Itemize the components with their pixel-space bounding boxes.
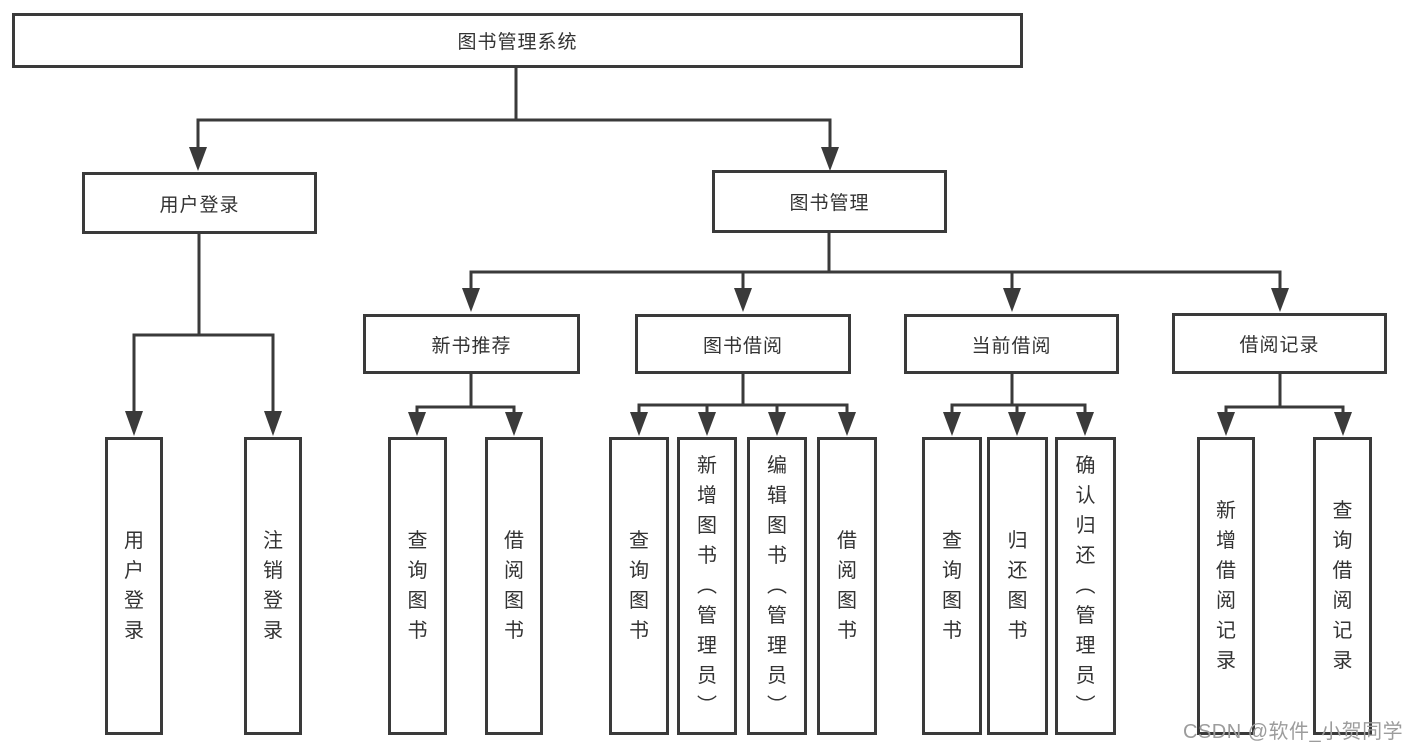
leaf-confirm-return-admin-label: 确认归还︵管理员︶	[1075, 455, 1096, 717]
leaf-query-borrow-record: 查询借阅记录	[1313, 437, 1372, 735]
node-book-management-label: 图书管理	[789, 193, 870, 214]
leaf-recommend-query-books: 查询图书	[388, 437, 447, 735]
leaf-borrow-query-books-label: 查询图书	[629, 530, 649, 642]
leaf-current-query-books-label: 查询图书	[942, 530, 962, 642]
connector-book-management	[469, 230, 1282, 292]
leaf-borrow-books-label: 借阅图书	[837, 530, 857, 642]
connector-user-login	[132, 232, 275, 415]
node-book-management: 图书管理	[712, 170, 947, 233]
node-root-label: 图书管理系统	[457, 32, 578, 53]
connector-current-borrow	[950, 370, 1087, 416]
leaf-borrow-query-books: 查询图书	[609, 437, 669, 735]
node-new-book-recommend-label: 新书推荐	[431, 335, 512, 357]
leaf-return-books: 归还图书	[987, 437, 1048, 735]
leaf-recommend-query-books-label: 查询图书	[407, 530, 428, 642]
node-user-login: 用户登录	[82, 172, 317, 234]
leaf-return-books-label: 归还图书	[1007, 530, 1028, 642]
node-book-borrow: 图书借阅	[635, 314, 851, 374]
node-current-borrow-label: 当前借阅	[971, 335, 1052, 357]
node-user-login-label: 用户登录	[159, 194, 240, 216]
leaf-confirm-return-admin: 确认归还︵管理员︶	[1055, 437, 1116, 735]
connector-borrow-records	[1224, 370, 1345, 416]
leaf-edit-books-admin-label: 编辑图书︵管理员︶	[767, 455, 787, 717]
leaf-edit-books-admin: 编辑图书︵管理员︶	[747, 437, 807, 735]
leaf-add-borrow-record-label: 新增借阅记录	[1216, 500, 1236, 672]
leaf-user-login: 用户登录	[105, 437, 163, 735]
connector-new-book-recommend	[415, 370, 516, 416]
leaf-recommend-borrow-books-label: 借阅图书	[504, 530, 524, 642]
node-book-borrow-label: 图书借阅	[702, 335, 783, 357]
leaf-logout: 注销登录	[244, 437, 302, 735]
leaf-recommend-borrow-books: 借阅图书	[485, 437, 543, 735]
leaf-query-borrow-record-label: 查询借阅记录	[1332, 500, 1353, 672]
connector-root	[196, 65, 832, 152]
leaf-add-borrow-record: 新增借阅记录	[1197, 437, 1255, 735]
node-new-book-recommend: 新书推荐	[363, 314, 580, 374]
node-root: 图书管理系统	[12, 13, 1023, 68]
leaf-logout-label: 注销登录	[263, 530, 283, 642]
leaf-borrow-books: 借阅图书	[817, 437, 877, 735]
csdn-watermark: CSDN @软件_小贺同学	[1183, 721, 1404, 743]
leaf-add-books-admin: 新增图书︵管理员︶	[677, 437, 737, 735]
connector-book-borrow	[637, 370, 849, 416]
node-borrow-records: 借阅记录	[1172, 313, 1387, 374]
node-current-borrow: 当前借阅	[904, 314, 1119, 374]
node-borrow-records-label: 借阅记录	[1239, 335, 1320, 356]
leaf-add-books-admin-label: 新增图书︵管理员︶	[697, 455, 717, 717]
leaf-current-query-books: 查询图书	[922, 437, 982, 735]
leaf-user-login-label: 用户登录	[124, 530, 144, 642]
